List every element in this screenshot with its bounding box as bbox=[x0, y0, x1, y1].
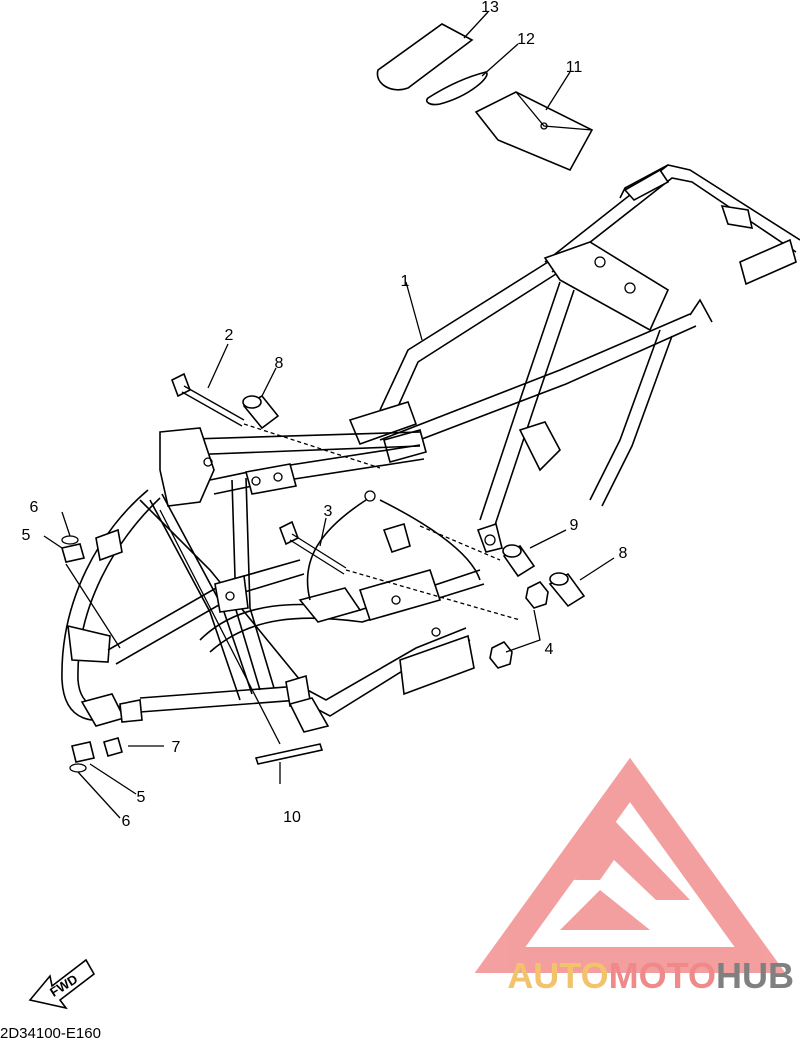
callout-5-upper: 5 bbox=[22, 527, 31, 544]
callout-10: 10 bbox=[283, 809, 301, 826]
leader-lines bbox=[43, 11, 615, 819]
callout-9: 9 bbox=[570, 517, 579, 534]
watermark-brand-auto: AUTO bbox=[507, 955, 608, 996]
callout-8-upper: 8 bbox=[275, 355, 284, 372]
fasteners bbox=[60, 23, 594, 773]
watermark-brand: AUTOMOTOHUB bbox=[507, 955, 794, 996]
callout-2: 2 bbox=[225, 327, 234, 344]
watermark-brand-hub: HUB bbox=[716, 955, 794, 996]
callout-4: 4 bbox=[545, 641, 554, 658]
watermark-brand-moto: MOTO bbox=[609, 955, 716, 996]
callout-5-lower: 5 bbox=[137, 789, 146, 806]
callout-13: 13 bbox=[481, 0, 499, 16]
callout-7: 7 bbox=[172, 739, 181, 756]
callout-labels: 13 12 11 1 2 8 3 9 8 4 6 5 7 5 10 6 bbox=[22, 0, 628, 830]
callout-6-lower: 6 bbox=[122, 813, 131, 830]
frame-assembly bbox=[61, 164, 800, 733]
callout-8-lower: 8 bbox=[619, 545, 628, 562]
callout-11: 11 bbox=[566, 59, 583, 76]
fwd-arrow-icon: FWD bbox=[28, 958, 96, 1010]
callout-1: 1 bbox=[401, 273, 410, 290]
callout-3: 3 bbox=[324, 503, 333, 520]
callout-6-upper: 6 bbox=[30, 499, 39, 516]
callout-12: 12 bbox=[517, 31, 535, 48]
watermark-logo bbox=[474, 757, 786, 973]
diagram-code: 2D34100-E160 bbox=[0, 1025, 101, 1040]
